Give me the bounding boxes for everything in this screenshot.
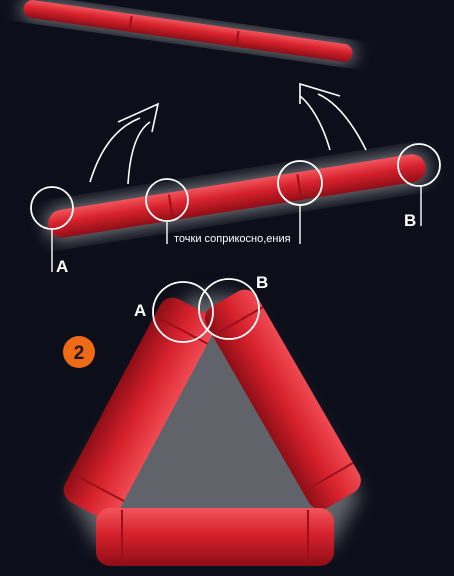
top-point-b-label: B — [404, 211, 416, 230]
triangle-of-sticks — [59, 285, 366, 566]
step-badge: 2 — [63, 336, 95, 368]
triangle-point-b-label: B — [256, 273, 268, 292]
top-point-a-label: A — [56, 257, 68, 276]
top-stick — [20, 0, 355, 63]
contact-points-label: точки соприкосно,ения — [174, 233, 291, 245]
middle-stick — [44, 150, 430, 242]
triangle-point-a-label: A — [134, 301, 146, 320]
step-badge-number: 2 — [74, 343, 85, 364]
